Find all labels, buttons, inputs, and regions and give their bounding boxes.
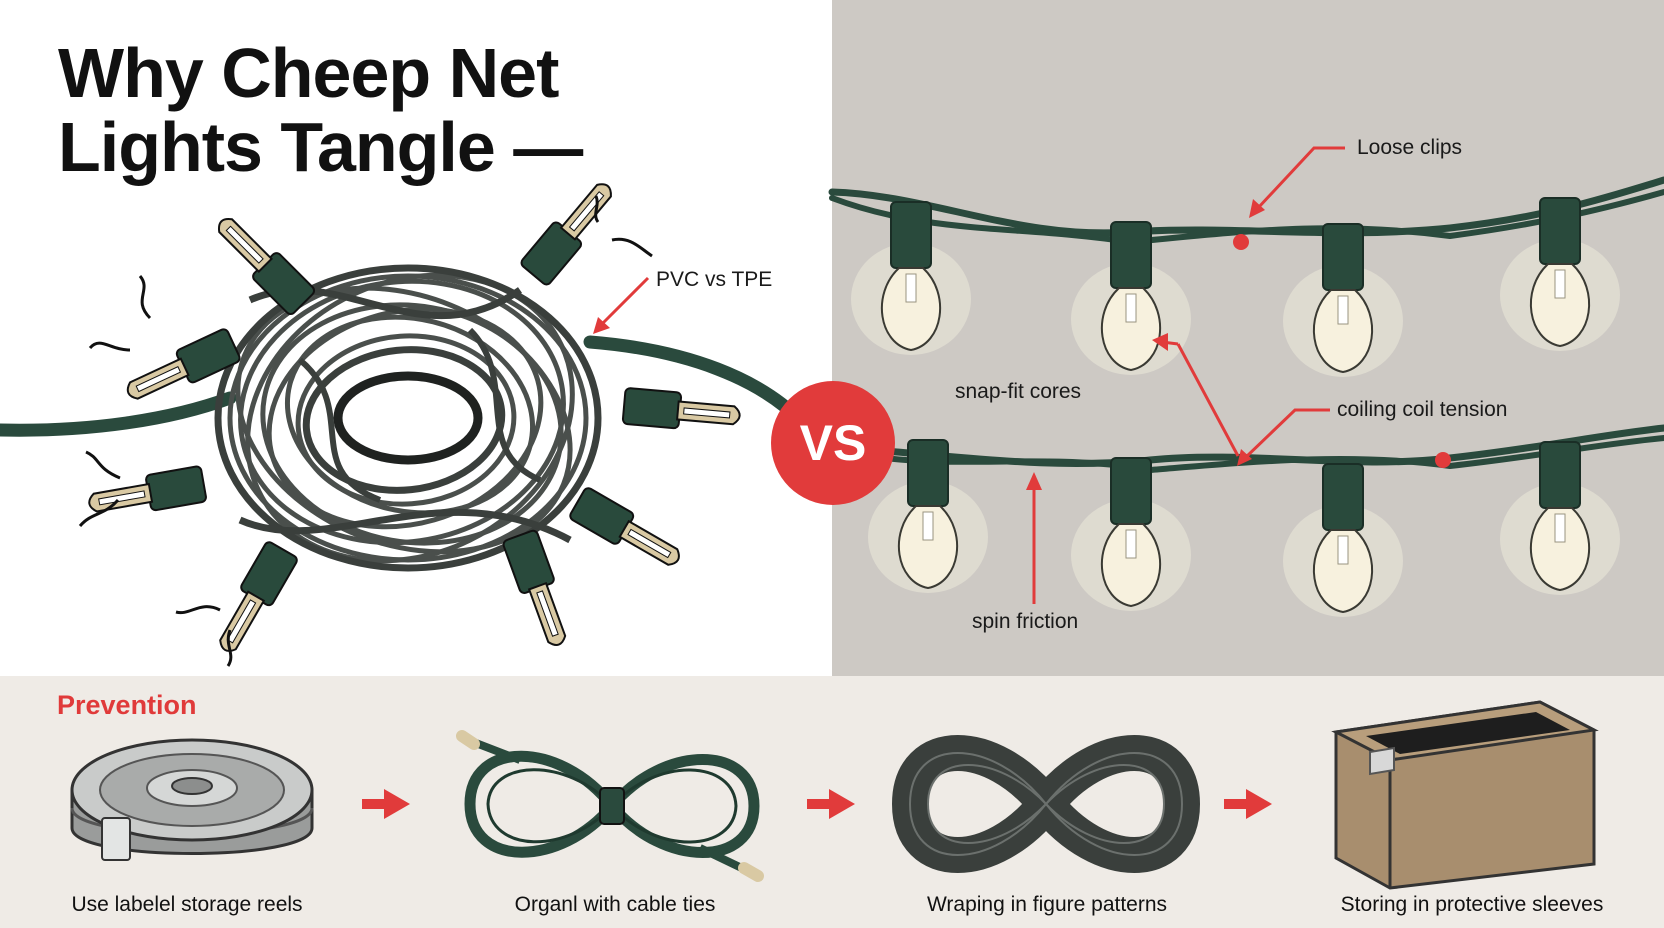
tangled-bulb: [502, 529, 567, 646]
string-bulb: [1071, 457, 1191, 611]
step-label-figure-patterns: Wraping in figure patterns: [926, 893, 1168, 916]
step-label-sleeves: Storing in protective sleeves: [1340, 893, 1604, 916]
loose-clips-label: Loose clips: [1357, 136, 1463, 159]
tangled-bulb: [219, 541, 298, 652]
string-bulb: [1071, 221, 1191, 375]
step-arrow-icon: [807, 789, 855, 819]
tangled-bulb: [88, 465, 207, 513]
string-bulb: [1283, 223, 1403, 377]
tangled-bulb: [217, 217, 316, 316]
tangled-bulb: [621, 387, 741, 430]
step-label-cable-ties: Organl with cable ties: [514, 893, 716, 916]
tangled-bulb: [520, 183, 612, 286]
string-bulb: [851, 201, 971, 355]
spin-friction-label: spin friction: [972, 610, 1079, 633]
light-strings-illustration: [828, 146, 1664, 617]
snap-fit-cores-label: snap-fit cores: [955, 380, 1082, 403]
step-arrow-icon: [1224, 789, 1272, 819]
storage-reel-icon: [70, 738, 314, 861]
storage-box-icon: [1331, 700, 1599, 890]
spin-friction-arrow: [1026, 472, 1042, 604]
string-bulb: [1500, 197, 1620, 351]
frayed-wire-ends: [78, 195, 653, 667]
tangled-bulb: [126, 328, 241, 400]
string-bulb: [1500, 441, 1620, 595]
page-title: Why Cheep Net Lights Tangle —: [58, 34, 583, 186]
string-bulb: [1283, 463, 1403, 617]
cable-tie-bundle-icon: [456, 730, 764, 882]
figure-eight-coil-icon: [891, 735, 1201, 873]
prevention-heading: Prevention: [57, 690, 197, 720]
tangled-coil-illustration: [0, 183, 807, 667]
coil-tension-label: coiling coil tension: [1337, 398, 1508, 421]
neat-lights-panel: [832, 0, 1664, 676]
vs-badge: VS: [771, 381, 895, 505]
loose-clips-arrow: [1249, 146, 1345, 218]
step-arrow-icon: [362, 789, 410, 819]
snap-fit-double-arrow: [1152, 333, 1240, 457]
pvc-annotation-arrow: [593, 276, 650, 334]
step-label-reels: Use labelel storage reels: [71, 893, 303, 916]
string-bulb: [868, 439, 988, 593]
coil-tension-arrow: [1237, 408, 1330, 466]
pvc-vs-tpe-label: PVC vs TPE: [656, 268, 773, 291]
tangled-bulb: [569, 487, 680, 566]
